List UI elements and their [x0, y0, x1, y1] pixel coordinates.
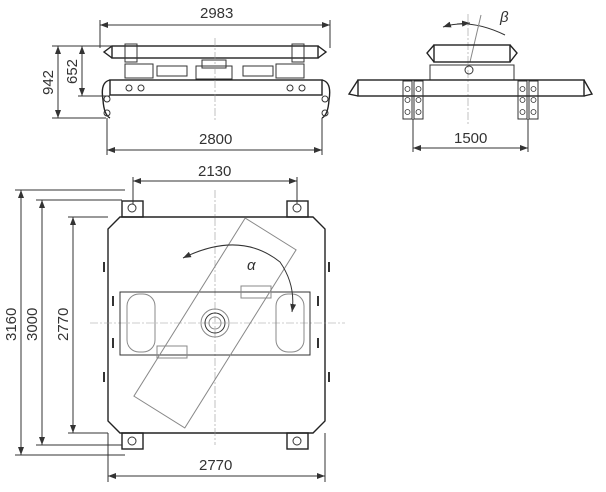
upper-frame-side — [433, 44, 511, 63]
dimension-2800: 2800 — [199, 131, 232, 148]
base-beam — [109, 79, 323, 96]
dimension-3000: 3000 — [24, 308, 41, 341]
dimension-2770-vertical: 2770 — [55, 308, 72, 341]
plan-view: 2130 α 3160 3000 2770 2770 — [3, 163, 345, 482]
alpha-angle-label: α — [247, 257, 256, 274]
dimension-3160: 3160 — [3, 308, 20, 341]
dimension-1500: 1500 — [454, 130, 487, 147]
dimension-942: 942 — [40, 70, 57, 95]
beta-angle-label: β — [499, 9, 509, 26]
base-beam-side — [357, 79, 585, 97]
front-view: 2983 942 652 2800 — [40, 5, 331, 155]
dimension-2983: 2983 — [200, 5, 233, 22]
dimension-652: 652 — [64, 59, 81, 84]
dimension-2130: 2130 — [198, 163, 231, 180]
base-plate-outline — [107, 216, 326, 434]
side-view: β 1500 — [347, 9, 594, 152]
dimension-2770-horizontal: 2770 — [199, 457, 232, 474]
alpha-rotation-arc — [182, 244, 297, 313]
